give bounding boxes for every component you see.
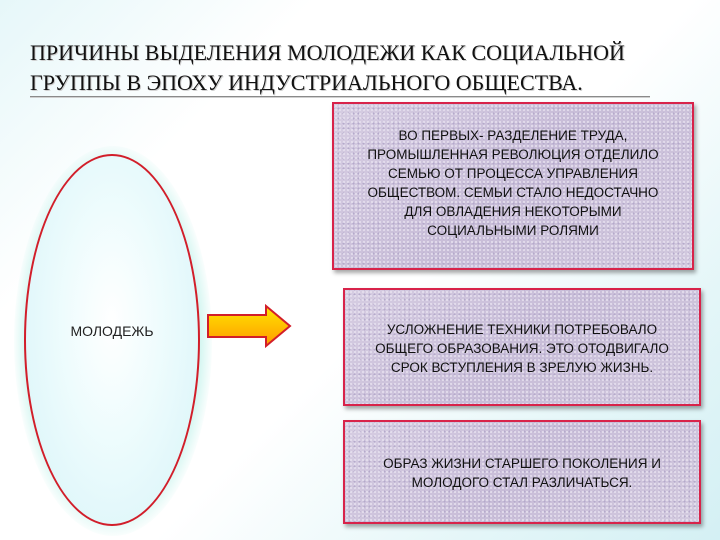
reason-box-3-line: ОБРАЗ ЖИЗНИ СТАРШЕГО ПОКОЛЕНИЯ И [383,456,661,471]
reason-box-1-line: ВО ПЕРВЫХ- РАЗДЕЛЕНИЕ ТРУДА, [398,128,628,143]
reason-box-1-line: ДЛЯ ОВЛАДЕНИЯ НЕКОТОРЫМИ [404,204,622,219]
youth-ellipse [24,154,200,526]
reason-box-2: УСЛОЖНЕНИЕ ТЕХНИКИ ПОТРЕБОВАЛО ОБЩЕГО ОБ… [343,288,701,406]
title-underline [30,96,650,97]
reason-box-2-line: ОБЩЕГО ОБРАЗОВАНИЯ. ЭТО ОТОДВИГАЛО [375,341,669,356]
right-arrow-icon [207,304,292,348]
youth-ellipse-label: МОЛОДЕЖЬ [70,323,154,339]
reason-box-2-line: СРОК ВСТУПЛЕНИЯ В ЗРЕЛУЮ ЖИЗНЬ. [390,360,654,375]
reason-box-1: ВО ПЕРВЫХ- РАЗДЕЛЕНИЕ ТРУДА, ПРОМЫШЛЕННА… [332,102,694,270]
slide-title: ПРИЧИНЫ ВЫДЕЛЕНИЯ МОЛОДЕЖИ КАК СОЦИАЛЬНО… [30,38,710,98]
reason-box-1-line: СЕМЬЮ ОТ ПРОЦЕССА УПРАВЛЕНИЯ [388,166,638,181]
slide-title-line-2: ГРУППЫ В ЭПОХУ ИНДУСТРИАЛЬНОГО ОБЩЕСТВА. [30,70,583,95]
reason-box-1-line: СОЦИАЛЬНЫМИ РОЛЯМИ [427,223,599,238]
reason-box-3-line: МОЛОДОГО СТАЛ РАЗЛИЧАТЬСЯ. [411,475,633,490]
reason-box-3: ОБРАЗ ЖИЗНИ СТАРШЕГО ПОКОЛЕНИЯ И МОЛОДОГ… [343,420,701,524]
reason-box-2-text: УСЛОЖНЕНИЕ ТЕХНИКИ ПОТРЕБОВАЛО ОБЩЕГО ОБ… [375,320,669,377]
reason-box-1-text: ВО ПЕРВЫХ- РАЗДЕЛЕНИЕ ТРУДА, ПРОМЫШЛЕННА… [367,126,658,240]
slide-title-line-1: ПРИЧИНЫ ВЫДЕЛЕНИЯ МОЛОДЕЖИ КАК СОЦИАЛЬНО… [30,40,625,65]
reason-box-1-line: ОБЩЕСТВОМ. СЕМЬИ СТАЛО НЕДОСТАЧНО [367,185,659,200]
reason-box-1-line: ПРОМЫШЛЕННАЯ РЕВОЛЮЦИЯ ОТДЕЛИЛО [367,147,659,162]
reason-box-2-line: УСЛОЖНЕНИЕ ТЕХНИКИ ПОТРЕБОВАЛО [386,322,658,337]
reason-box-3-text: ОБРАЗ ЖИЗНИ СТАРШЕГО ПОКОЛЕНИЯ И МОЛОДОГ… [383,454,661,492]
